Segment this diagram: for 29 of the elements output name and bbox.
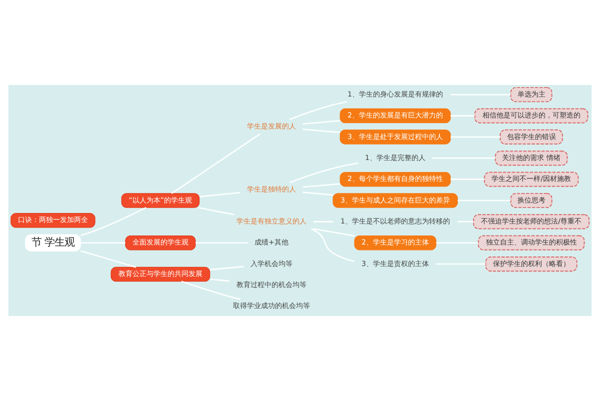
connector	[436, 262, 486, 264]
connector	[80, 250, 136, 268]
connector	[432, 157, 496, 158]
connector	[210, 278, 230, 282]
connector	[289, 100, 347, 120]
connector	[310, 228, 355, 262]
connector	[450, 114, 475, 116]
connector	[302, 120, 340, 124]
connector	[171, 132, 260, 194]
connector	[436, 242, 478, 243]
connector	[302, 191, 333, 196]
connector	[458, 199, 511, 201]
connector	[302, 182, 340, 188]
connector	[290, 162, 358, 183]
connector	[450, 136, 500, 138]
connector	[210, 265, 244, 270]
connector	[450, 93, 511, 95]
connector	[80, 242, 126, 243]
connector	[198, 206, 234, 215]
connector	[196, 242, 248, 243]
connector	[450, 178, 484, 180]
connector	[314, 220, 333, 222]
connector	[458, 220, 474, 222]
connector	[302, 128, 340, 133]
connector	[80, 206, 146, 236]
connector	[312, 228, 355, 236]
node-box: 节 学生观	[25, 234, 81, 251]
connector	[199, 192, 240, 197]
connector	[181, 280, 240, 300]
